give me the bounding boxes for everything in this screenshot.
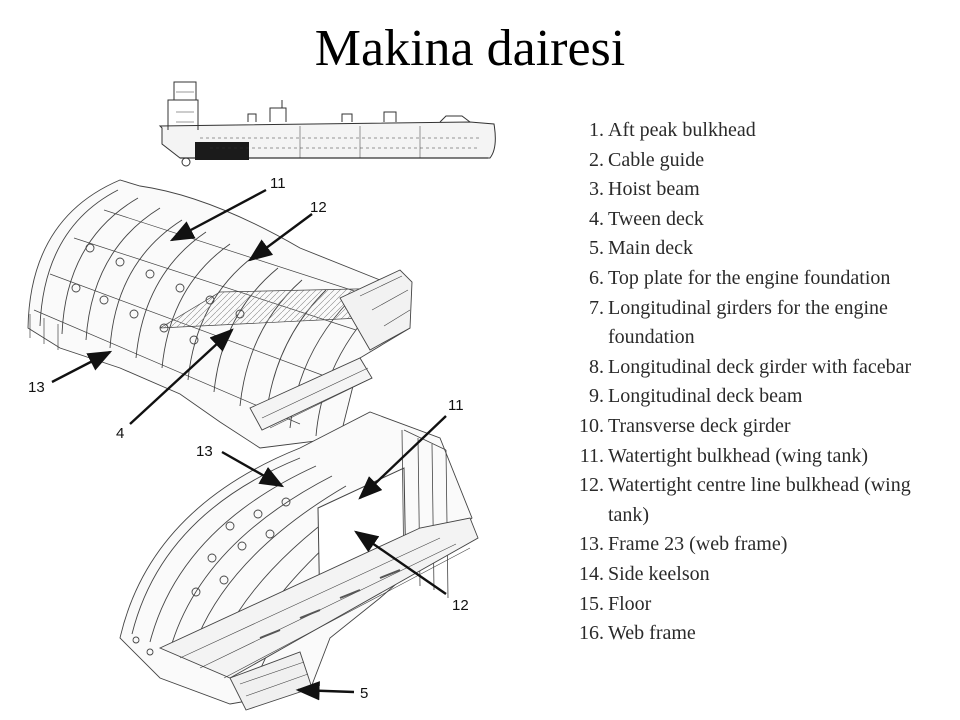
legend-item: 2.Cable guide xyxy=(589,148,705,171)
legend-item: 13.Frame 23 (web frame) xyxy=(579,533,788,556)
legend-item: 12.Watertight centre line bulkhead (wing… xyxy=(579,474,911,526)
legend-item: 16.Web frame xyxy=(579,622,696,645)
callout-11-top: 11 xyxy=(270,175,286,192)
callout-11-bottom: 11 xyxy=(448,397,464,414)
arrow-12-top xyxy=(248,213,313,262)
arrow-13-bottom xyxy=(221,450,285,488)
legend-item: 10.Transverse deck girder xyxy=(579,414,791,437)
legend-item: 11.Watertight bulkhead (wing tank) xyxy=(579,444,868,467)
legend-item: 1.Aft peak bulkhead xyxy=(589,119,756,141)
callout-12-bottom: 12 xyxy=(452,597,469,614)
arrow-13-top xyxy=(51,350,113,384)
diagram-svg: 11 12 13 4 13 11 12 5 xyxy=(27,81,496,711)
legend-item: 15.Floor xyxy=(579,592,652,615)
callout-13-top: 13 xyxy=(28,379,45,396)
callout-5: 5 xyxy=(360,685,368,702)
legend-item: 7.Longitudinal girders for the engine fo… xyxy=(589,296,888,349)
legend-item: 14.Side keelson xyxy=(579,562,710,585)
arrow-5 xyxy=(295,681,355,701)
callout-12-top: 12 xyxy=(310,199,327,216)
legend-item: 5.Main deck xyxy=(589,237,693,260)
callout-4: 4 xyxy=(116,425,124,442)
ship-profile xyxy=(158,81,496,167)
lower-isometric-structure xyxy=(119,411,479,711)
component-legend: 1.Aft peak bulkhead 2.Cable guide 3.Hois… xyxy=(572,116,942,649)
callout-13-bottom: 13 xyxy=(196,443,213,460)
arrow-12-bottom xyxy=(354,530,447,595)
callout-arrows xyxy=(51,188,447,701)
arrow-11-top xyxy=(169,188,267,242)
arrow-11-bottom xyxy=(358,415,447,500)
legend-item: 6.Top plate for the engine foundation xyxy=(589,266,891,289)
engine-room-highlight xyxy=(195,142,249,160)
legend-item: 4.Tween deck xyxy=(589,207,704,230)
legend-item: 9.Longitudinal deck beam xyxy=(589,385,803,408)
arrow-4 xyxy=(129,328,234,425)
upper-isometric-structure xyxy=(27,179,413,449)
legend-item: 8.Longitudinal deck girder with facebar xyxy=(589,355,912,378)
engine-room-structure-diagram: 11 12 13 4 13 11 12 5 xyxy=(0,78,560,720)
legend-item: 3.Hoist beam xyxy=(589,178,700,201)
page-title: Makina dairesi xyxy=(314,20,626,77)
